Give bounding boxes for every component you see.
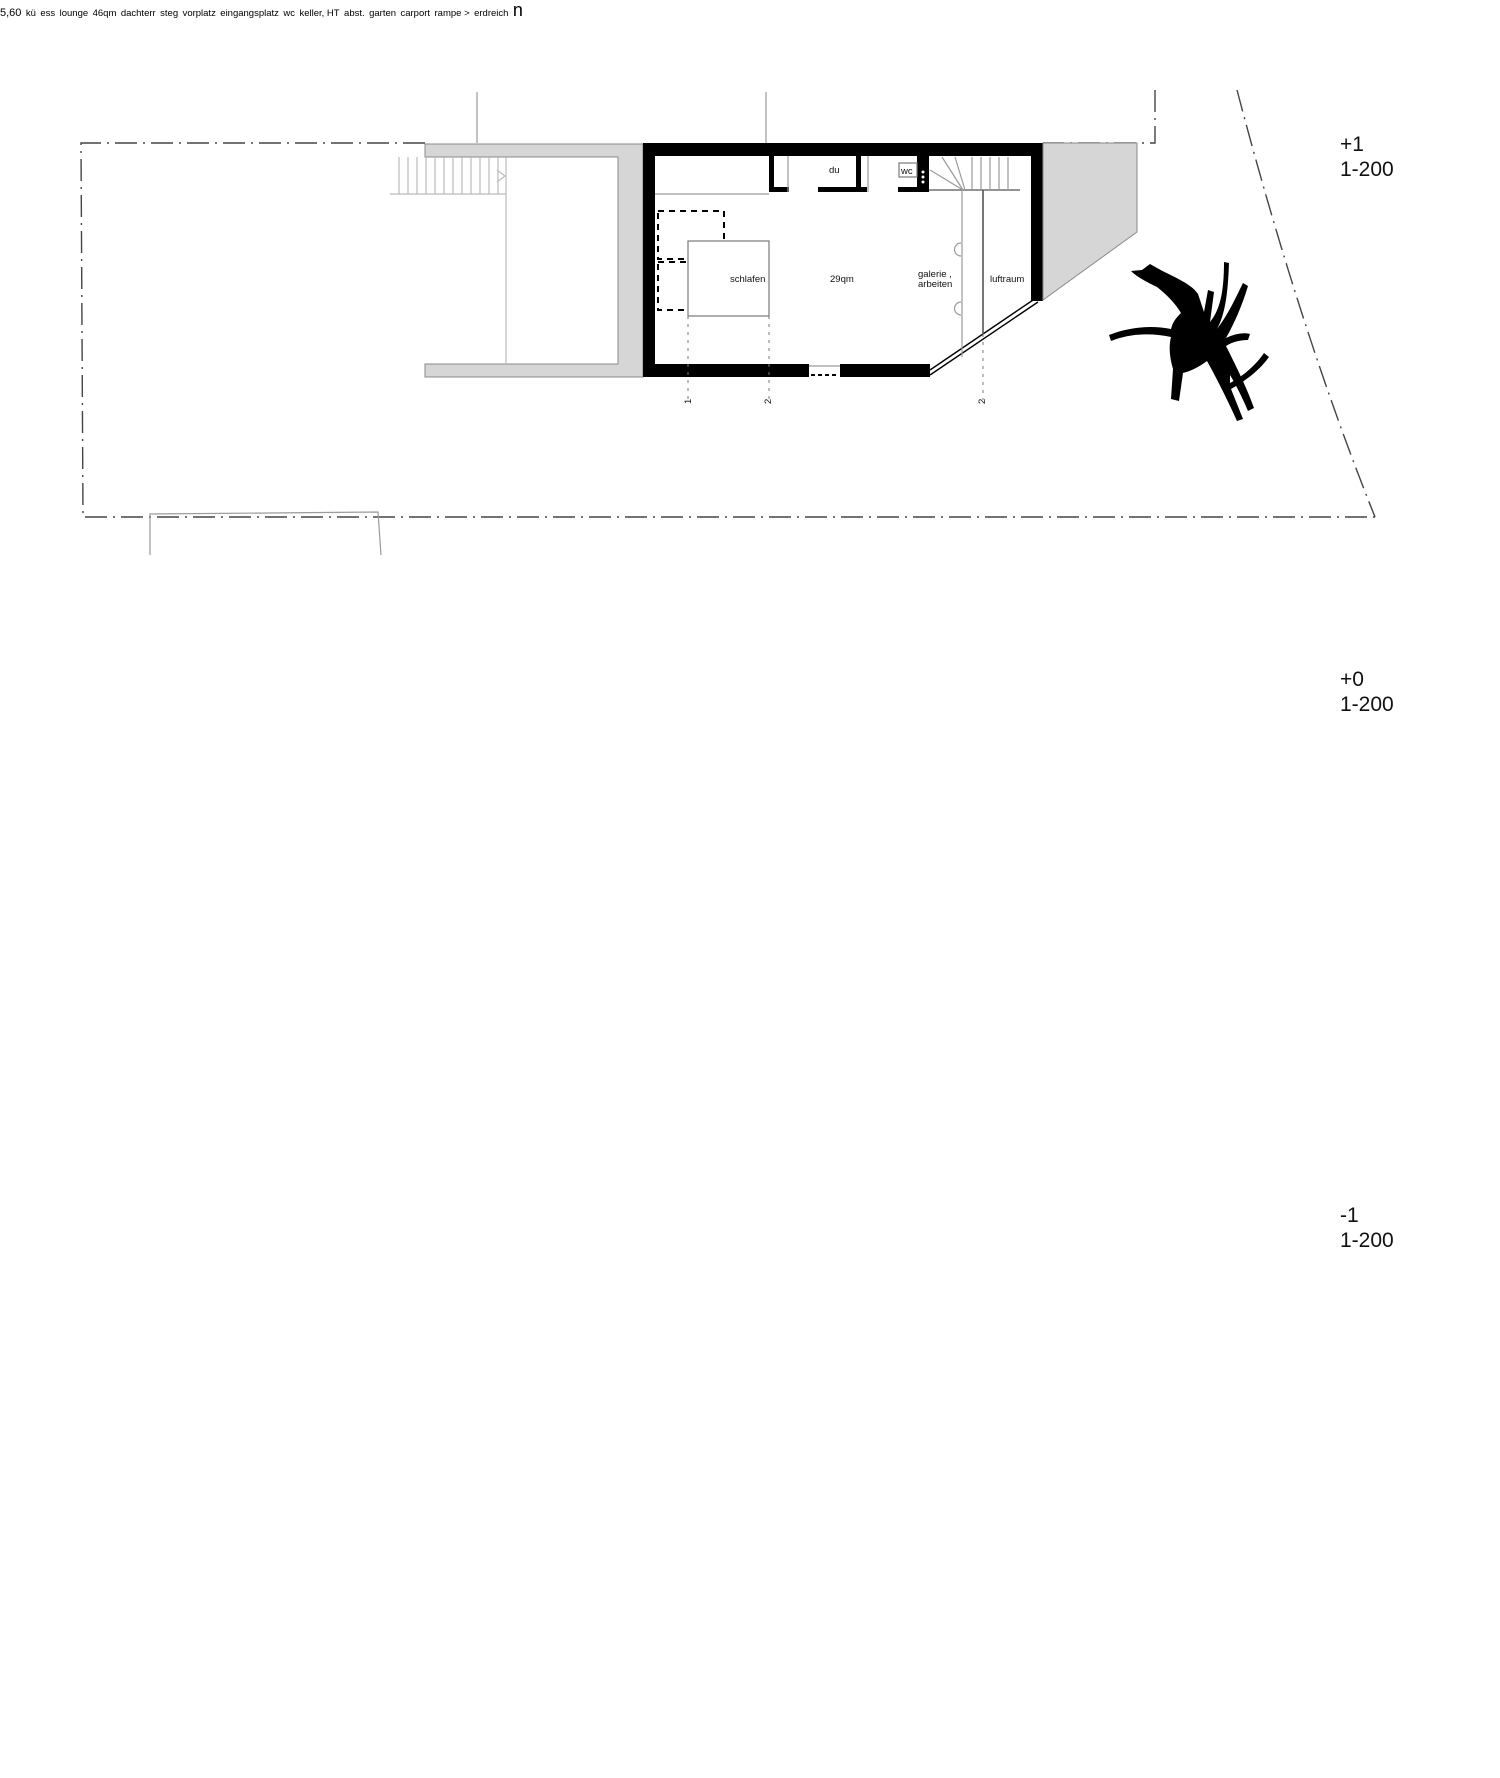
label-eingangsplatz: eingangsplatz: [220, 8, 279, 19]
room-label-galerie: galerie ,: [918, 269, 952, 280]
level-scale: 1-200: [1340, 158, 1394, 181]
level-name: +1: [1340, 133, 1364, 156]
room-label-wc: wc: [900, 166, 913, 177]
level-label-plus-1: +1 1-200: [1340, 132, 1394, 182]
room-label-arbeiten: arbeiten: [918, 279, 952, 290]
level-name: -1: [1340, 1204, 1359, 1227]
wc-fixture: [898, 162, 918, 178]
room-area-0: 46qm: [92, 8, 117, 19]
room-label-dachterr: dachterr: [120, 8, 156, 19]
level-label-0: +0 1-200: [1340, 667, 1394, 717]
axis-mark-2: 2: [763, 399, 774, 404]
plan-level-plus-1: schlafen 29qm galerie , arbeiten luftrau…: [80, 89, 1376, 556]
plan-level-0: 5,60: [0, 3, 283, 20]
dimension-label: 5,60: [0, 7, 22, 19]
level-scale: 1-200: [1340, 1229, 1394, 1252]
level-name: +0: [1340, 668, 1364, 691]
room-label-lounge: lounge: [59, 8, 89, 19]
north-arrow-icon: n: [512, 0, 523, 20]
exterior-stair: [390, 157, 507, 364]
room-label-erdreich: erdreich: [474, 8, 509, 19]
room-label-kueche: kü: [25, 8, 36, 19]
room-label-wc-minus-1: wc: [283, 8, 295, 19]
room-label-carport: carport: [400, 8, 431, 19]
room-label-ess: ess: [40, 8, 56, 19]
room-area-plus-1: 29qm: [830, 274, 854, 285]
room-label-schlafen: schlafen: [730, 274, 765, 285]
plan-level-minus-1: wc keller, HT abst. garten carport rampe…: [283, 3, 513, 20]
tree-icon: [1109, 262, 1269, 421]
room-label-garten: garten: [369, 8, 397, 19]
walls-plus-1: [643, 143, 1043, 377]
label-vorplatz: vorplatz: [182, 8, 216, 19]
level-label-minus-1: -1 1-200: [1340, 1203, 1394, 1253]
axis-mark-2b: 2: [977, 399, 988, 404]
property-line: [80, 142, 1375, 518]
axis-mark-1: 1: [683, 399, 694, 404]
dimension-5-60: 5,60: [0, 3, 26, 20]
room-label-abst: abst.: [344, 8, 365, 19]
north-label: n: [512, 0, 523, 20]
room-label-rampe: rampe >: [434, 8, 470, 19]
room-label-steg: steg: [160, 8, 179, 19]
room-label-luftraum: luftraum: [990, 274, 1024, 285]
room-label-keller: keller, HT: [299, 8, 340, 19]
steg-platform: steg vorplatz eingangsplatz: [160, 3, 283, 20]
room-label-du: du: [829, 165, 840, 176]
interior-stair-plus-1: [929, 156, 1020, 357]
terrace-slab: [424, 143, 644, 378]
north-arrow: n: [512, 0, 523, 20]
abst-storage: wc keller, HT abst. garten carport rampe…: [283, 3, 513, 20]
property-line: 5,60: [0, 3, 283, 20]
level-scale: 1-200: [1340, 693, 1394, 716]
